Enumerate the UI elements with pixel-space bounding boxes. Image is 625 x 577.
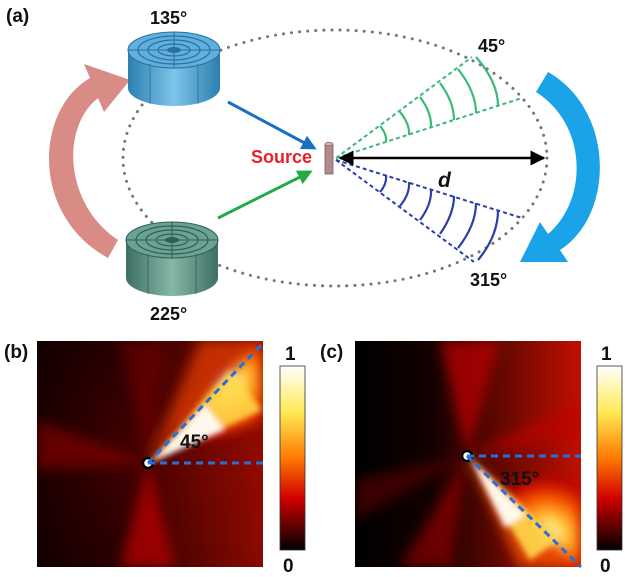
angle-label-b: 45°	[180, 432, 209, 453]
panel-c: (c) 315° 1 0	[320, 341, 623, 577]
panel-b-label: (b)	[4, 342, 28, 363]
distance-label: d	[438, 169, 452, 192]
direction-line-c	[465, 454, 583, 569]
heatmap-b	[37, 341, 263, 567]
colorbar-b-min: 0	[283, 556, 294, 577]
angle-label-315: 315°	[470, 270, 507, 290]
angle-label-225: 225°	[150, 304, 187, 324]
angle-label-135: 135°	[150, 8, 187, 28]
source-label: Source	[251, 147, 312, 167]
angle-label-45: 45°	[478, 36, 505, 56]
source-rod	[324, 141, 334, 175]
colorbar-b	[279, 365, 306, 551]
panel-b: (b) 45° 1 0	[4, 341, 306, 577]
direction-line-b	[146, 341, 265, 465]
rotation-arrow-right	[520, 72, 600, 262]
arrow-green	[217, 170, 313, 220]
panel-a-label: (a)	[6, 6, 29, 27]
colorbar-c-min: 0	[600, 556, 611, 577]
beam-45	[335, 56, 523, 159]
colorbar-c	[596, 365, 623, 551]
orbit-ellipse	[121, 28, 549, 288]
device-225	[125, 221, 219, 296]
beam-315	[335, 159, 523, 263]
panel-a: (a) 135°	[6, 6, 600, 324]
arrow-blue	[227, 100, 317, 150]
rotation-arrow-left	[49, 64, 131, 258]
angle-label-c: 315°	[500, 469, 539, 490]
device-135	[127, 31, 221, 106]
colorbar-c-max: 1	[601, 344, 612, 365]
colorbar-b-max: 1	[285, 344, 296, 365]
panel-c-label: (c)	[320, 342, 343, 363]
